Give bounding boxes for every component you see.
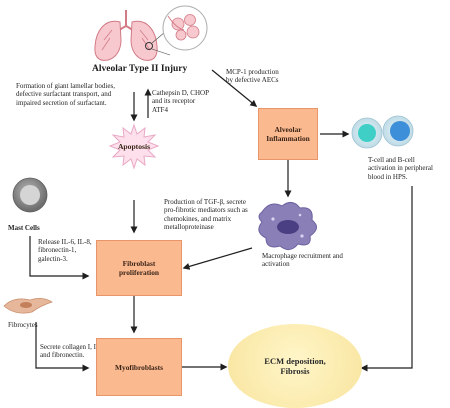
node-apoptosis: Apoptosis: [117, 142, 151, 151]
lungs-icon: [94, 10, 171, 61]
apoptosis-star: [108, 123, 160, 170]
node-alveolar-inflammation: Alveolar Inflammation: [258, 108, 318, 160]
arrow-tcell-to-ecm: [360, 186, 413, 372]
label-fibrocytes: Fibrocytes: [8, 321, 38, 329]
arrow-fibrocyte-to-myofibroblast: [35, 322, 90, 372]
t-cell-icon: [351, 117, 383, 149]
arrow-mastcell-to-fibroblast: [29, 236, 90, 280]
arrow-injury-to-inflammation: [211, 69, 258, 107]
label-giant-bodies: Formation of giant lamellar bodies, defe…: [16, 82, 115, 107]
label-tcell-bcell: T-cell and B-cell activation in peripher…: [368, 156, 433, 181]
node-fibroblast-proliferation: Fibroblast proliferation: [96, 240, 182, 296]
macrophage-icon: [258, 202, 317, 250]
fibrocyte-icon: [3, 298, 53, 314]
arrows: [29, 69, 413, 372]
label-tgf: Production of TGF-β, secrete pro-fibroti…: [164, 198, 248, 232]
label-macrophage: Macrophage recruitment and activation: [262, 252, 343, 269]
node-ecm-deposition: ECM deposition, Fibrosis: [228, 324, 362, 408]
label-cathepsin: Cathepsin D, CHOP and its receptor ATF4: [152, 89, 209, 114]
alveoli-icon: [162, 5, 208, 51]
label-il6: Release IL-6, IL-8, fibronectin-1, galec…: [38, 238, 92, 263]
diagram-title: Alveolar Type II Injury: [92, 64, 188, 74]
b-cell-icon: [382, 115, 414, 147]
node-myofibroblasts: Myofibroblasts: [96, 338, 182, 396]
mast-cell-icon: [12, 177, 48, 213]
arrow-macrophage-to-fibroblast: [182, 247, 253, 270]
label-mcp1: MCP-1 production by defective AECs: [226, 68, 279, 85]
label-mast-cells: Mast Cells: [8, 224, 40, 232]
